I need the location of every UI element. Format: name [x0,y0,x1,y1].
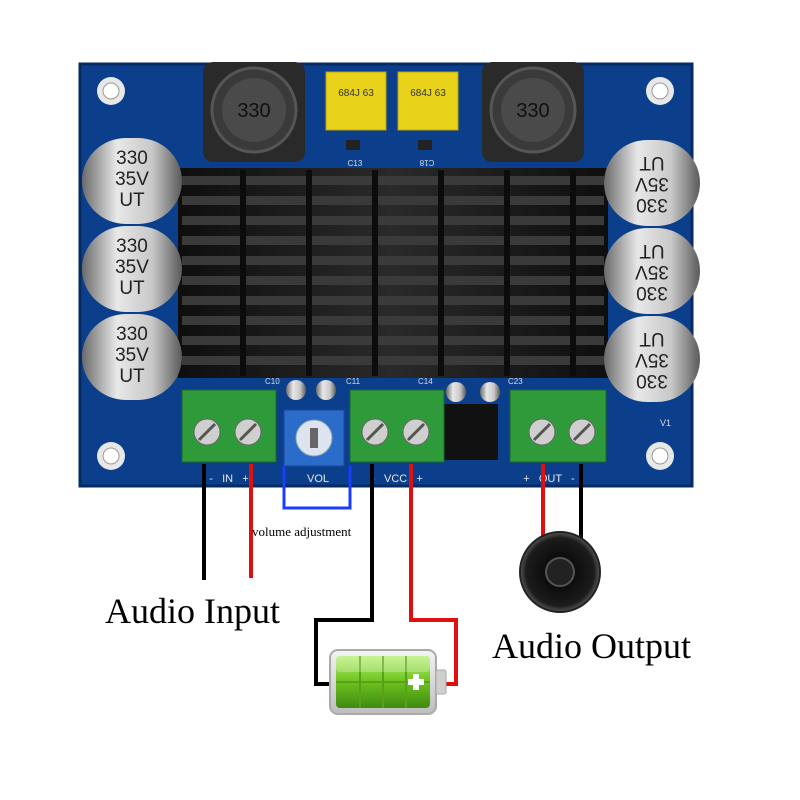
film-capacitor-left-label: 684J 63 [338,88,374,99]
heatsink-fin [182,356,604,365]
mounting-hole-bottom-left [97,442,125,470]
electrolytic-cap-right-1: 330 35V UT [604,140,700,226]
heatsink-fin [182,276,604,285]
electrolytic-cap-right-2: 330 35V UT [604,228,700,314]
heatsink-fin [182,296,604,305]
cap-right-3-line-3: UT [639,328,665,349]
cap-left-3-line-1: 330 [116,324,148,345]
inductor-left: 330 [203,62,305,162]
electrolytic-cap-left-3: 330 35V UT [82,314,182,400]
wires [202,464,583,686]
mounting-hole-bottom-right [646,442,674,470]
inductor-right-label: 330 [516,100,549,122]
cap-right-2-line-3: UT [639,240,665,261]
ref-c11: C11 [346,377,361,386]
ref-c10: C10 [265,377,280,386]
cap-left-1-line-3: UT [119,190,145,211]
smd-capacitor-c13: C13 [346,140,363,168]
silk-vol-label: VOL [307,473,329,485]
ref-c14: C14 [418,377,433,386]
ref-v1: V1 [660,418,671,428]
speaker-icon [519,531,601,613]
volume-potentiometer[interactable] [283,409,345,467]
heatsink-slot [438,170,444,376]
inductor-right: 330 [482,62,584,162]
heatsink-slot [240,170,246,376]
film-capacitor-right-label: 684J 63 [410,88,446,99]
heatsink-fin [182,216,604,225]
heatsink-slot [504,170,510,376]
plus-icon [408,674,424,690]
heatsink [178,168,608,378]
cap-right-3-line-2: 35V [635,349,669,370]
vcc-positive-wire [409,464,458,686]
electrolytic-cap-left-2: 330 35V UT [82,226,182,312]
terminal-block-input[interactable] [181,389,277,463]
ref-c23: C23 [508,377,523,386]
electrolytic-cap-left-1: 330 35V UT [82,138,182,224]
heatsink-fin [182,336,604,345]
silk-out-label: + OUT - [523,473,575,485]
cap-right-1-line-1: 330 [636,194,668,215]
chip-module [440,404,498,460]
heatsink-fin [182,316,604,325]
cap-right-2-line-2: 35V [635,261,669,282]
heatsink-slot [372,170,378,376]
heatsink-fin [182,236,604,245]
volume-highlight-box: VOL [282,466,352,510]
cap-left-2-line-1: 330 [116,236,148,257]
volume-adjustment-label: volume adjustment [252,524,352,539]
small-components: C10 C11 C14 C23 V1 [265,377,671,460]
cap-left-2-line-3: UT [119,278,145,299]
film-capacitor-left: 684J 63 [325,71,387,131]
heatsink-fin [182,176,604,185]
silk-vcc-label: - VCC + [371,473,423,485]
cap-left-1-line-1: 330 [116,148,148,169]
cap-right-1-line-2: 35V [635,173,669,194]
battery-icon [329,649,447,715]
mounting-hole-top-left [97,77,125,105]
audio-output-label: Audio Output [492,626,692,666]
inductor-left-label: 330 [237,100,270,122]
smd-capacitor-c13-label: C13 [348,159,363,168]
mounting-hole-top-right [646,77,674,105]
cap-left-3-line-3: UT [119,366,145,387]
cap-left-3-line-2: 35V [115,345,149,366]
film-capacitor-right: 684J 63 [397,71,459,131]
smd-capacitor-c18-label: C18 [419,158,434,167]
cap-left-1-line-2: 35V [115,169,149,190]
heatsink-fin [182,196,604,205]
cap-left-2-line-2: 35V [115,257,149,278]
cap-right-2-line-1: 330 [636,282,668,303]
cap-right-3-line-1: 330 [636,370,668,391]
terminal-block-output[interactable] [509,389,607,463]
terminal-block-vcc[interactable] [349,389,445,463]
cap-right-1-line-3: UT [639,152,665,173]
heatsink-fins [182,170,604,376]
silk-in-label: - IN + [209,473,248,485]
heatsink-slot [306,170,312,376]
electrolytic-cap-right-3: 330 35V UT [604,316,700,402]
heatsink-fin [182,256,604,265]
vcc-negative-wire [314,464,374,686]
heatsink-slot [570,170,576,376]
audio-input-label: Audio Input [105,591,280,631]
smd-capacitor-c18: C18 [418,140,434,167]
